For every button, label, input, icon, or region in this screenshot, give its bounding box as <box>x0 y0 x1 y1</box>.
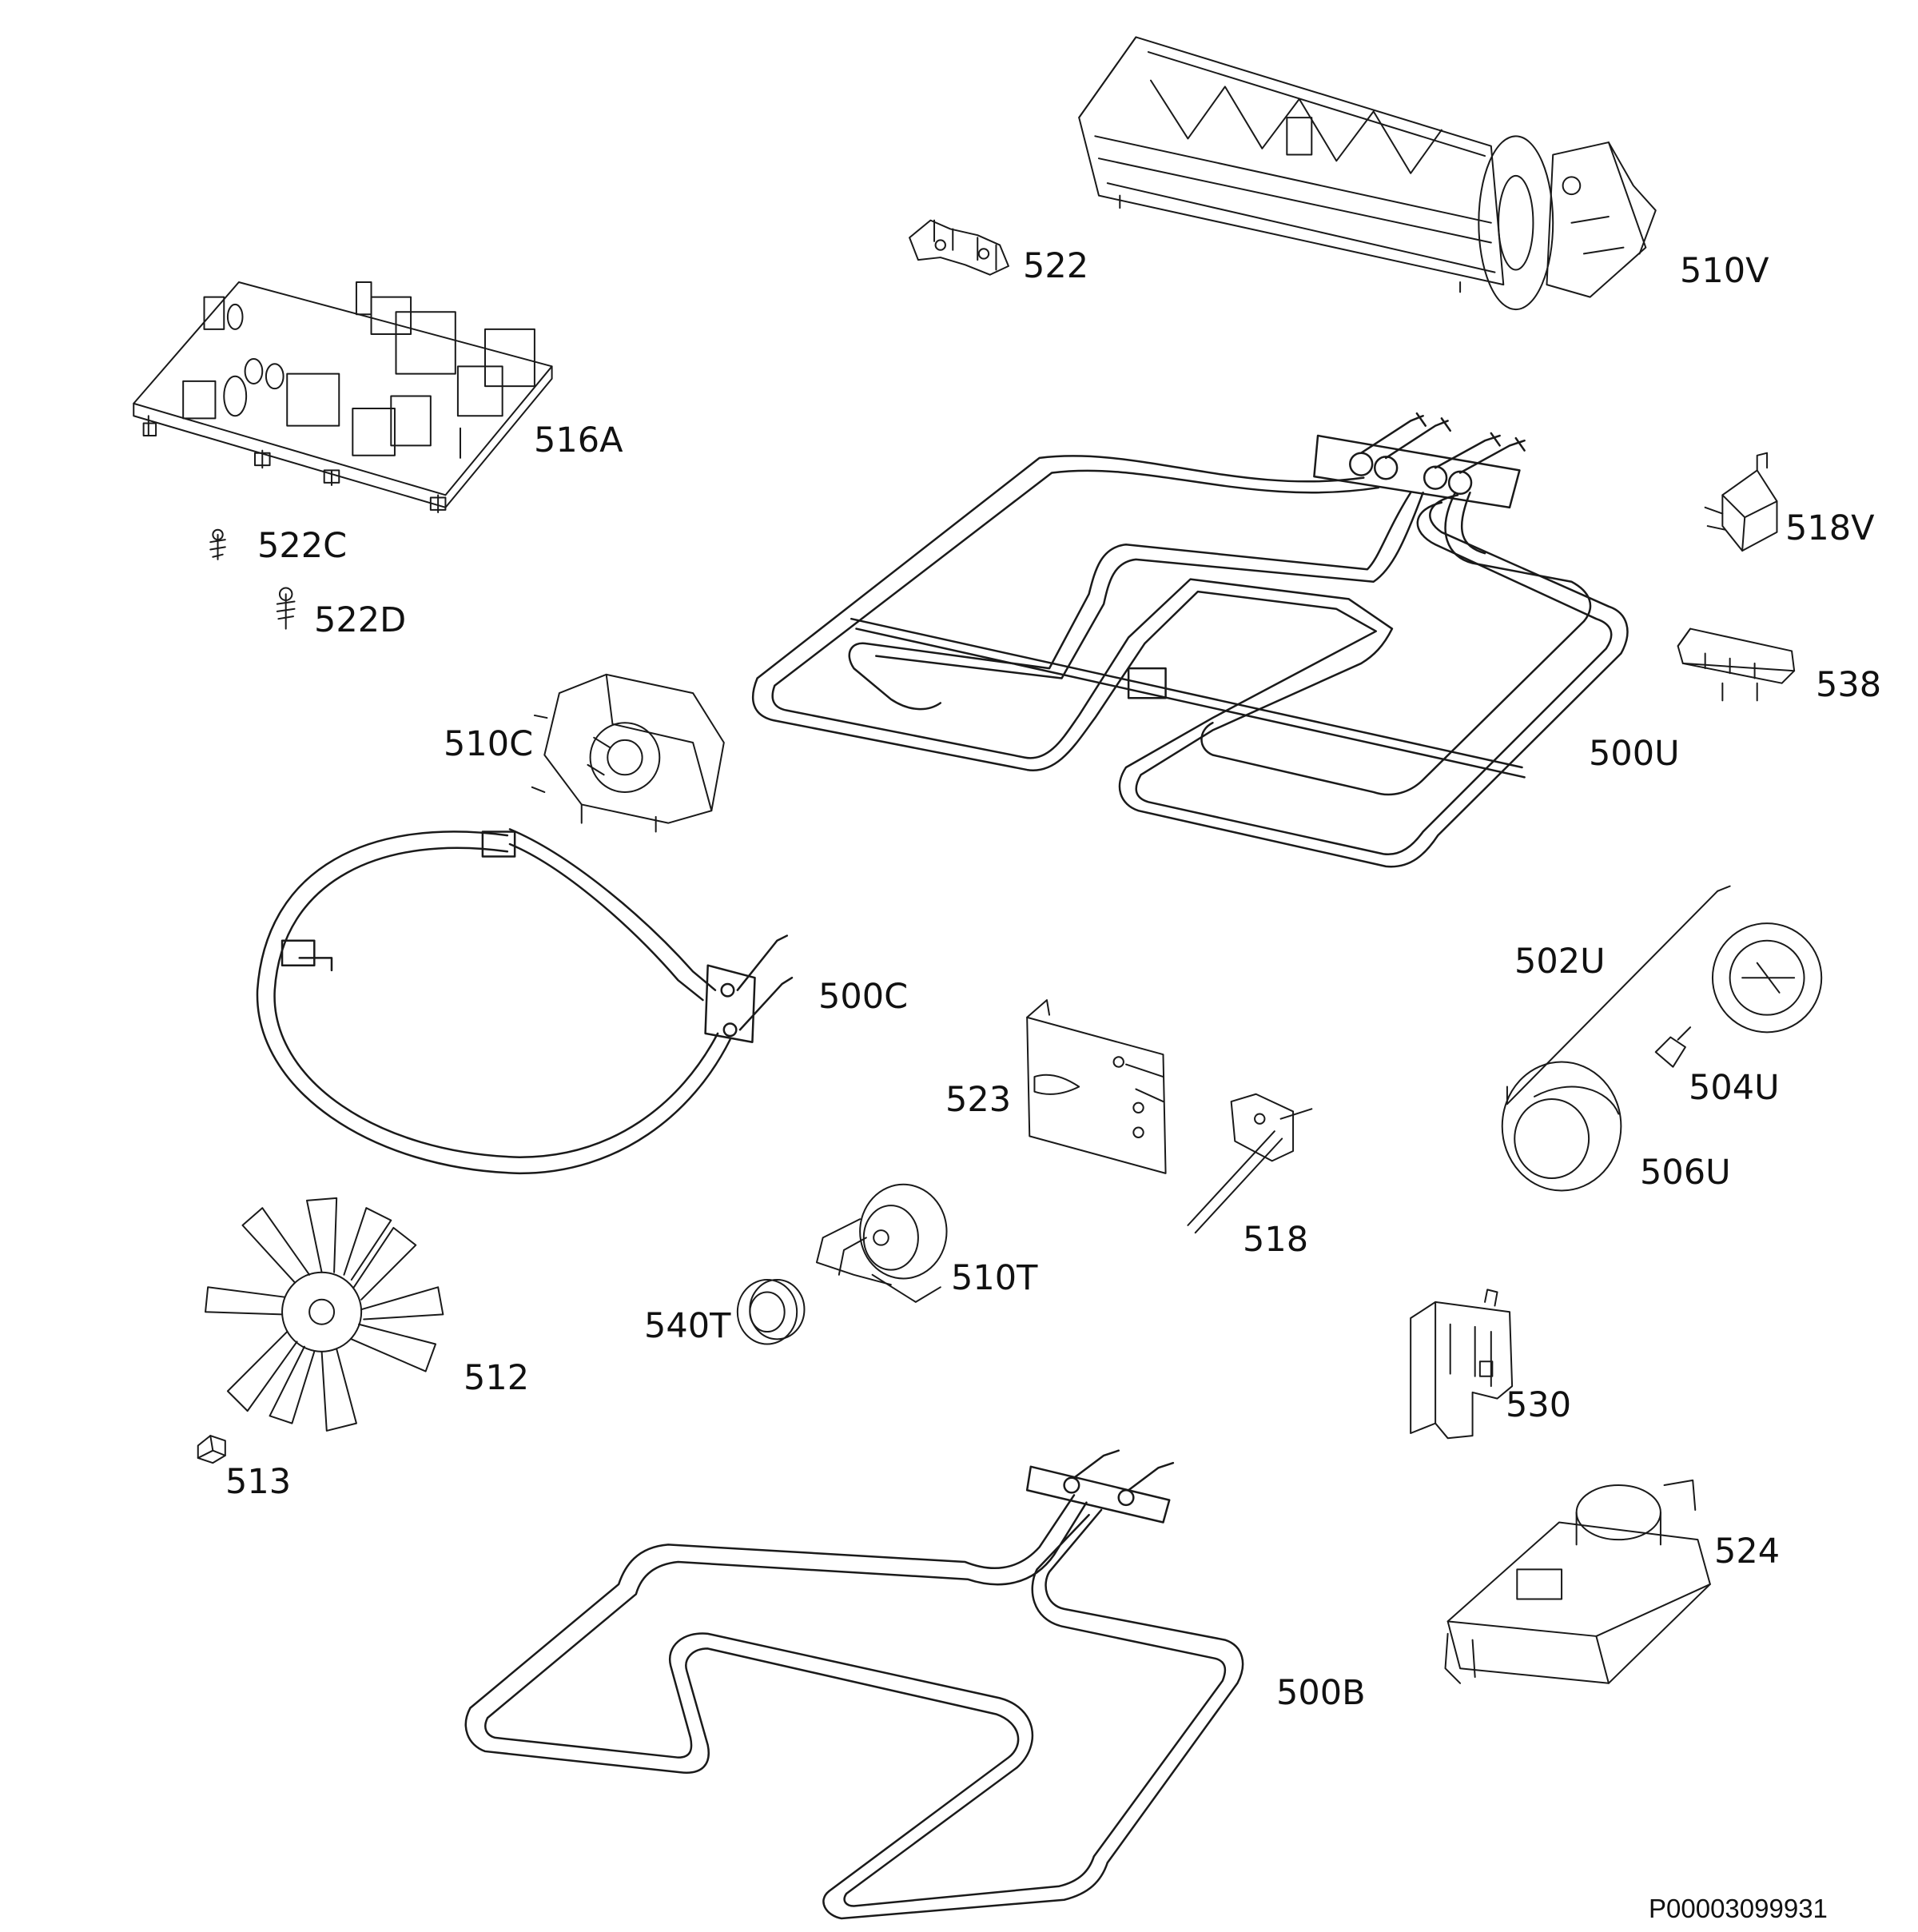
relay-518v-drawing <box>1705 453 1777 551</box>
part-label-524: 524 <box>1714 1532 1781 1571</box>
part-label-516a: 516A <box>534 420 623 460</box>
bottom-element-500b-drawing <box>466 1451 1243 1918</box>
switch-530-drawing <box>1411 1289 1512 1438</box>
part-label-518v: 518V <box>1785 508 1875 548</box>
part-label-512: 512 <box>464 1358 530 1398</box>
part-label-540t: 540T <box>644 1306 731 1346</box>
turnspit-motor-510t-drawing <box>817 1185 947 1302</box>
part-label-513: 513 <box>225 1462 292 1502</box>
part-label-510v: 510V <box>1680 251 1769 291</box>
knob-group-502u-drawing <box>1502 886 1821 1191</box>
pcb-516a-drawing <box>133 282 551 512</box>
part-label-522d: 522D <box>314 600 407 640</box>
timer-524-drawing <box>1446 1480 1710 1683</box>
upper-element-500u-drawing <box>753 413 1627 866</box>
part-label-510c: 510C <box>444 724 534 764</box>
tangential-blower-drawing <box>1079 37 1656 309</box>
part-label-538: 538 <box>1816 665 1882 705</box>
part-label-530: 530 <box>1506 1385 1572 1425</box>
bushing-540t-drawing <box>738 1280 805 1344</box>
part-label-500c: 500C <box>818 977 909 1017</box>
part-label-500b: 500B <box>1276 1673 1366 1713</box>
part-label-500u: 500U <box>1589 734 1680 774</box>
screw-522d-drawing <box>277 588 295 628</box>
clip-522-drawing <box>909 221 1009 275</box>
part-label-522c: 522C <box>257 526 348 566</box>
circular-element-500c-drawing <box>257 829 792 1173</box>
document-id: P00003099931 <box>1649 1894 1828 1923</box>
screw-522c-drawing <box>210 530 225 560</box>
part-label-523: 523 <box>945 1080 1012 1120</box>
bracket-523-drawing <box>1027 1000 1165 1173</box>
fan-motor-510c-drawing <box>532 675 724 832</box>
terminal-block-538-drawing <box>1678 629 1795 701</box>
fan-blade-512-drawing <box>205 1198 443 1431</box>
part-label-506u: 506U <box>1640 1153 1731 1193</box>
part-label-504u: 504U <box>1689 1068 1780 1108</box>
part-label-502u: 502U <box>1514 942 1606 982</box>
part-label-518: 518 <box>1243 1220 1309 1260</box>
part-label-510t: 510T <box>951 1258 1038 1298</box>
probe-518-drawing <box>1188 1094 1311 1233</box>
part-label-522: 522 <box>1023 246 1089 286</box>
nut-513-drawing <box>198 1436 225 1463</box>
